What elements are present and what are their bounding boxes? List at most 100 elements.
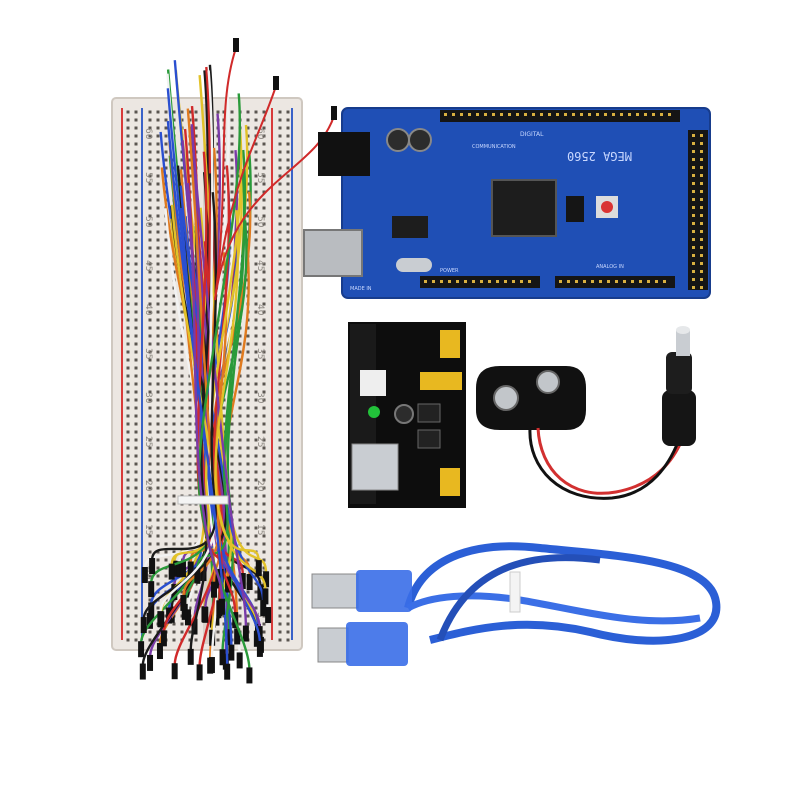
breadboard-hole [246, 374, 250, 378]
breadboard-hole [278, 590, 282, 594]
breadboard-hole [134, 558, 138, 562]
breadboard-hole [126, 206, 130, 210]
breadboard-hole [278, 486, 282, 490]
breadboard-hole [156, 390, 160, 394]
breadboard-hole [134, 462, 138, 466]
jumper-wire-pin [224, 663, 231, 680]
jumper-wire-pin [255, 560, 262, 577]
breadboard-hole [148, 110, 152, 114]
breadboard-hole [254, 174, 258, 178]
breadboard-hole [216, 174, 220, 178]
breadboard-hole [246, 326, 250, 330]
battery-snap-connector [476, 366, 684, 500]
header-pin [700, 134, 703, 137]
breadboard-hole [156, 422, 160, 426]
breadboard-hole [262, 558, 266, 562]
breadboard-hole [286, 158, 290, 162]
breadboard-hole [286, 270, 290, 274]
breadboard-hole [156, 134, 160, 138]
breadboard-hole [134, 262, 138, 266]
breadboard-hole [156, 462, 160, 466]
header-pin [692, 198, 695, 201]
header-pin [692, 222, 695, 225]
jumper-wire-pin [181, 603, 188, 620]
breadboard-hole [156, 110, 160, 114]
breadboard-hole [126, 462, 130, 466]
row-number: 50 [143, 216, 153, 228]
breadboard-hole [164, 398, 168, 402]
breadboard-hole [278, 358, 282, 362]
breadboard-hole [180, 446, 184, 450]
breadboard-hole [126, 550, 130, 554]
jumper-wire-pin [138, 641, 145, 658]
breadboard-hole [262, 310, 266, 314]
breadboard-hole [164, 446, 168, 450]
header-pin [464, 280, 467, 283]
breadboard-hole [148, 542, 152, 546]
breadboard-hole [156, 158, 160, 162]
breadboard-hole [126, 254, 130, 258]
breadboard-hole [246, 182, 250, 186]
breadboard-hole [230, 438, 234, 442]
header-pin [700, 286, 703, 289]
breadboard-hole [286, 318, 290, 322]
breadboard-hole [172, 430, 176, 434]
breadboard-hole [164, 318, 168, 322]
breadboard-hole [188, 486, 192, 490]
breadboard-hole [238, 486, 242, 490]
breadboard-hole [172, 302, 176, 306]
breadboard-hole [134, 150, 138, 154]
jumper-wire-pin [262, 588, 269, 605]
breadboard-hole [126, 406, 130, 410]
breadboard-hole [254, 158, 258, 162]
header-pin [700, 270, 703, 273]
breadboard-hole [180, 310, 184, 314]
breadboard-hole [164, 430, 168, 434]
breadboard-hole [278, 374, 282, 378]
breadboard-hole [172, 622, 176, 626]
breadboard-hole [126, 350, 130, 354]
breadboard-hole [164, 526, 168, 530]
breadboard-hole [194, 598, 198, 602]
breadboard-power-module [348, 322, 466, 508]
header-pin [700, 198, 703, 201]
crystal-oscillator [396, 258, 432, 272]
breadboard-hole [134, 638, 138, 642]
breadboard-hole [188, 534, 192, 538]
header-pin [636, 113, 639, 116]
breadboard-hole [172, 422, 176, 426]
breadboard-hole [172, 382, 176, 386]
breadboard-hole [262, 214, 266, 218]
breadboard-hole [262, 526, 266, 530]
breadboard-hole [286, 366, 290, 370]
breadboard-hole [126, 534, 130, 538]
breadboard-hole [254, 486, 258, 490]
breadboard-hole [278, 630, 282, 634]
breadboard-hole [148, 158, 152, 162]
header-pin [692, 278, 695, 281]
row-number: 25 [143, 436, 153, 447]
breadboard-hole [238, 414, 242, 418]
breadboard-hole [134, 358, 138, 362]
breadboard-hole [286, 542, 290, 546]
breadboard-hole [126, 238, 130, 242]
breadboard-hole [254, 390, 258, 394]
header-pin [692, 286, 695, 289]
breadboard-hole [262, 142, 266, 146]
breadboard-hole [134, 326, 138, 330]
breadboard-hole [286, 486, 290, 490]
breadboard-hole [180, 110, 184, 114]
breadboard-hole [148, 286, 152, 290]
breadboard-hole [148, 334, 152, 338]
row-number: 30 [143, 392, 153, 404]
breadboard-hole [148, 206, 152, 210]
breadboard-hole [126, 398, 130, 402]
header-pin [692, 246, 695, 249]
breadboard-hole [278, 182, 282, 186]
breadboard-hole [164, 350, 168, 354]
breadboard-hole [216, 110, 220, 114]
breadboard-hole [188, 518, 192, 522]
power-led [368, 406, 380, 418]
breadboard-hole [164, 262, 168, 266]
breadboard-hole [164, 438, 168, 442]
